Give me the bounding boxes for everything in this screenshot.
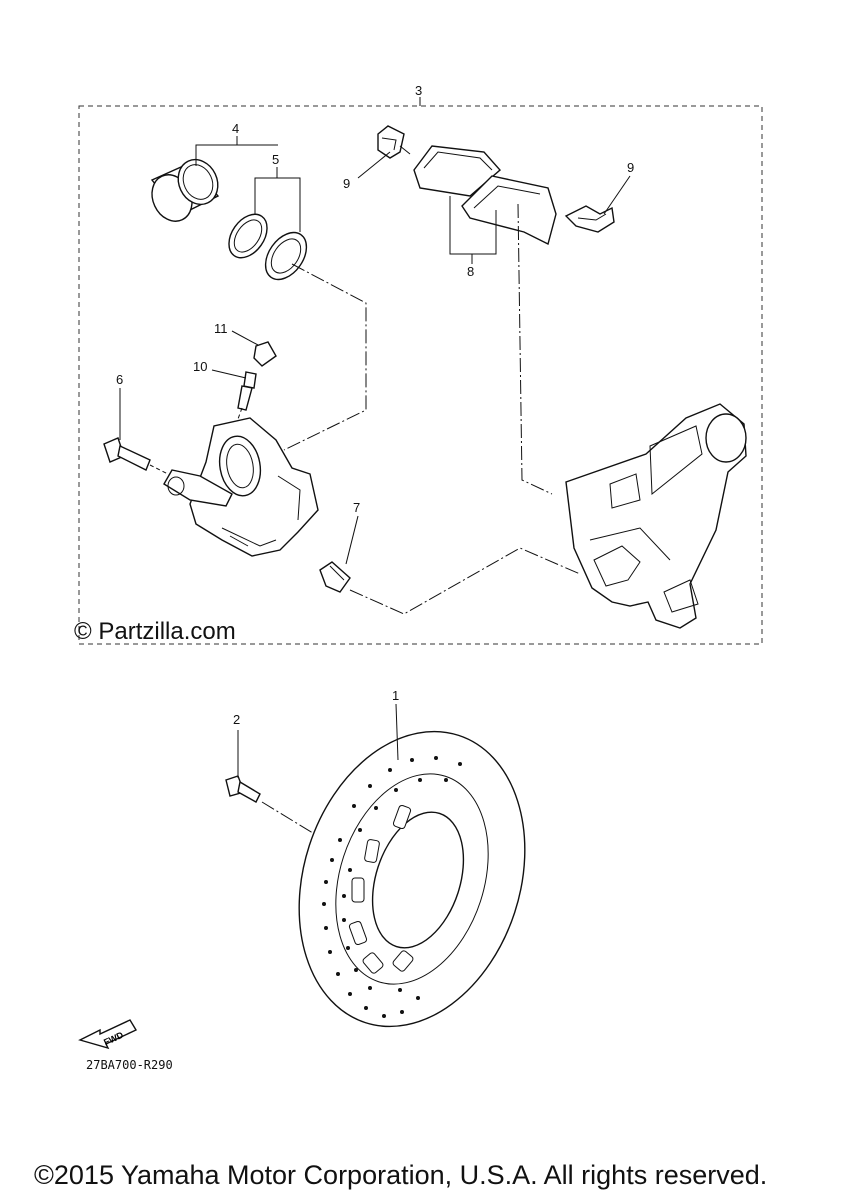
callout-8: 8 xyxy=(467,264,474,279)
piston-part xyxy=(150,158,220,222)
caliper-seal-part xyxy=(228,213,308,281)
caliper-assembly-group-box xyxy=(78,105,763,645)
caliper-bracket-part xyxy=(565,403,747,629)
caliper-bolt-part xyxy=(103,437,151,471)
brake-disc-part xyxy=(298,730,526,1028)
callout-9-left: 9 xyxy=(343,176,350,191)
pad-spring-part-2 xyxy=(564,205,615,233)
bleeder-cap-part xyxy=(253,341,277,367)
callout-1: 1 xyxy=(392,688,399,703)
callout-4: 4 xyxy=(232,121,239,136)
slide-pin-boot-part xyxy=(319,561,351,593)
copyright-notice: ©2015 Yamaha Motor Corporation, U.S.A. A… xyxy=(34,1160,768,1190)
callout-7: 7 xyxy=(353,500,360,515)
drawing-code: 27BA700-R290 xyxy=(86,1058,173,1072)
watermark-text: © Partzilla.com xyxy=(74,618,236,645)
callout-11: 11 xyxy=(214,321,228,336)
fwd-arrow-icon: FWD xyxy=(78,1019,137,1050)
callout-9-right: 9 xyxy=(627,160,634,175)
brake-pad-kit-part xyxy=(413,145,557,246)
callout-3: 3 xyxy=(415,83,422,98)
caliper-body-part xyxy=(163,417,319,557)
disc-bolt-part xyxy=(225,775,261,803)
callout-2: 2 xyxy=(233,712,240,727)
callout-5: 5 xyxy=(272,152,279,167)
callout-6: 6 xyxy=(116,372,123,387)
callout-10: 10 xyxy=(193,359,207,374)
bleed-screw-part xyxy=(237,371,257,411)
pad-spring-part xyxy=(377,125,411,159)
